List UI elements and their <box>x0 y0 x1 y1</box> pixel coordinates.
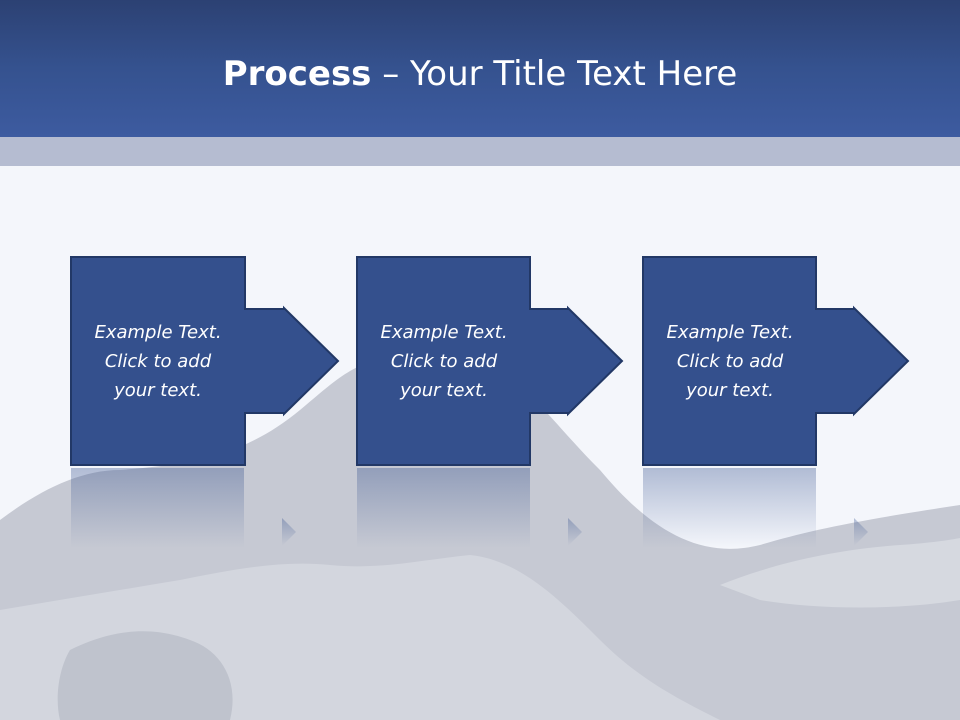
arrow-box-shape <box>70 256 340 466</box>
step-text[interactable]: Example Text. Click to add your text. <box>380 321 508 401</box>
slide-title-rest: – Your Title Text Here <box>371 54 738 94</box>
arrow-box-shape <box>642 256 910 466</box>
slide-title[interactable]: Process – Your Title Text Here <box>0 52 960 96</box>
header-band <box>0 137 960 166</box>
step-3-reflection <box>642 468 960 548</box>
title-bar <box>0 0 960 137</box>
step-1-reflection <box>70 468 410 548</box>
step-text[interactable]: Example Text. Click to add your text. <box>666 321 794 401</box>
process-step-3[interactable]: Example Text. Click to add your text. <box>642 256 960 466</box>
process-step-2[interactable]: Example Text. Click to add your text. <box>356 256 696 466</box>
step-2-reflection <box>356 468 696 548</box>
step-text[interactable]: Example Text. Click to add your text. <box>94 321 222 401</box>
process-step-1[interactable]: Example Text. Click to add your text. <box>70 256 410 466</box>
slide-title-bold: Process <box>222 54 372 94</box>
arrow-box-shape <box>356 256 624 466</box>
